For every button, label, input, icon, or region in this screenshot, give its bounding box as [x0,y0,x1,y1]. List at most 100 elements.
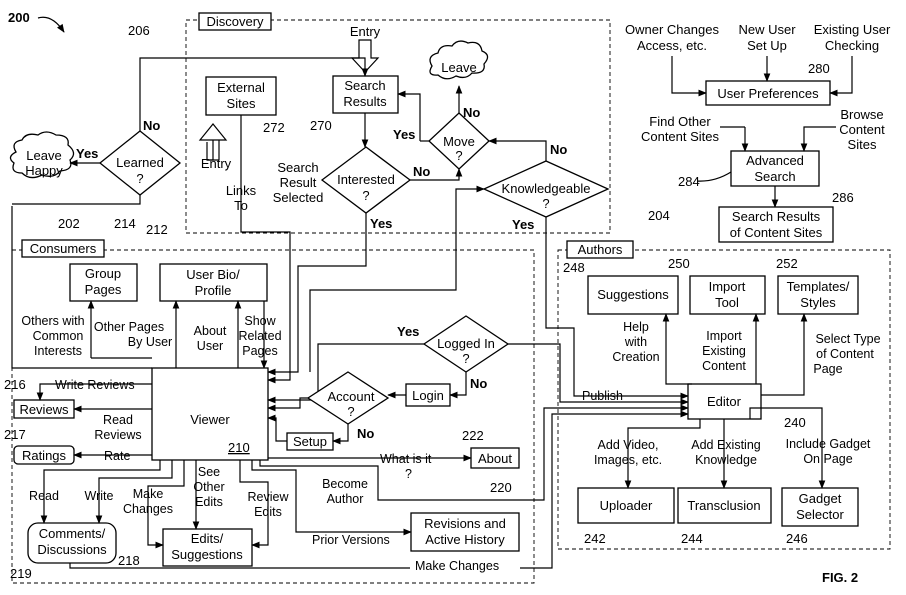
search-results-box [332,75,399,114]
entry-left-label: Entry [201,156,232,171]
leave-happy-l1: Leave [26,148,61,163]
editor-to-uploader [624,419,701,489]
import-tool-box [689,275,766,315]
import-tool-l1: Import [709,279,746,294]
uploader-label: Uploader [600,498,653,513]
make-changes-bottom-label: Make Changes [415,559,499,573]
interested-l2: ? [362,188,369,203]
edits-box [162,528,253,567]
select-type-l2: of Content [816,347,874,361]
entry-top-label: Entry [350,24,381,39]
group-pages-l2: Pages [85,282,122,297]
prior-versions-label: Prior Versions [312,533,390,547]
comments-l2: Discussions [37,542,107,557]
edits-l1: Edits/ [191,531,224,546]
interested-no-to-move [410,168,463,181]
account-l1: Account [328,389,375,404]
viewer-write-comments [95,460,173,524]
help-creation-l2: with [624,335,647,349]
viewer-make-changes [147,460,185,549]
ref-270: 270 [310,118,332,133]
new-user-l1: New User [738,22,796,37]
revisions-l2: Active History [425,532,505,547]
about-user-l2: User [197,339,223,353]
transclusion-label: Transclusion [687,498,760,513]
figure-number: 200 [8,10,30,25]
ref-206: 206 [128,23,150,38]
ref-284: 284 [678,174,700,189]
comments-box [27,522,117,564]
include-gadget-l2: On Page [803,452,852,466]
suggestions-label: Suggestions [597,287,669,302]
ref-216: 216 [4,377,26,392]
knowledgeable-yes-to-publish [545,217,689,400]
discovery-frame [185,19,611,234]
new-user-l2: Set Up [747,38,787,53]
editor-to-gadget [749,407,826,489]
knowledgeable-l2: ? [542,196,549,211]
become-author-l1: Become [322,477,368,491]
help-creation-l1: Help [623,320,649,334]
external-sites-box [205,76,277,116]
leave-label: Leave [441,60,476,75]
interested-yes-to-viewer [267,213,367,376]
what-is-it-l1: What is it [380,452,432,466]
become-author-l2: Author [327,492,364,506]
user-preferences-box [705,80,831,106]
show-related-l1: Show [244,314,276,328]
viewer-prior-versions [251,460,412,536]
gadget-selector-l1: Gadget [799,491,842,506]
existing-user-l2: Checking [825,38,879,53]
others-common-l3: Interests [34,344,82,358]
transclusion-box [677,487,772,524]
account-no-to-setup [332,424,349,445]
entry-left-arrow [198,123,228,161]
suggestions-box [587,275,679,315]
knowledgeable-no: No [550,142,567,157]
discovery-title: Discovery [206,14,264,29]
ref-272: 272 [263,120,285,135]
logged-in-to-editor [508,343,689,406]
interested-l1: Interested [337,172,395,187]
show-related-l3: Pages [242,344,277,358]
revisions-l1: Revisions and [424,516,506,531]
entry-left-arrow-shaft [207,140,220,161]
other-pages-l2: By User [128,335,172,349]
search-result-selected-l2: Result [280,175,317,190]
search-results-sites-box [718,206,834,243]
templates-box [777,275,859,315]
ref-246: 246 [786,531,808,546]
ref-214: 214 [114,216,136,231]
ref-202: 202 [58,216,80,231]
authors-label-box [566,240,634,259]
knowledgeable-yes: Yes [512,217,534,232]
read-reviews-l2: Reviews [94,428,141,442]
figure-label: FIG. 2 [822,570,858,585]
leave-cloud [429,40,489,80]
select-type-l1: Select Type [815,332,880,346]
viewer-read-comments [40,460,161,524]
others-common-l1: Others with [21,314,84,328]
see-other-edits-l3: Edits [195,495,223,509]
move-yes-to-search [397,90,421,141]
account-l2: ? [347,404,354,419]
ref-280: 280 [808,61,830,76]
search-results-sites-l2: of Content Sites [730,225,823,240]
advanced-search-l2: Search [754,169,795,184]
revisions-box [410,512,520,552]
learned-l2: ? [136,171,143,186]
owner-changes-l1: Owner Changes [625,22,719,37]
import-existing-l3: Content [702,359,746,373]
ref-218: 218 [118,553,140,568]
find-other-l1: Find Other [649,114,711,129]
add-existing-l2: Knowledge [695,453,757,467]
leave-happy-l2: Happy [25,163,63,178]
write-reviews-label: Write Reviews [55,378,135,392]
setup-to-viewer [267,414,287,442]
login-label: Login [412,388,444,403]
about-user-l1: About [194,324,227,338]
move-l1: Move [443,134,475,149]
gadget-selector-l2: Selector [796,507,844,522]
search-result-selected-l1: Search [277,160,318,175]
interested-no: No [413,164,430,179]
